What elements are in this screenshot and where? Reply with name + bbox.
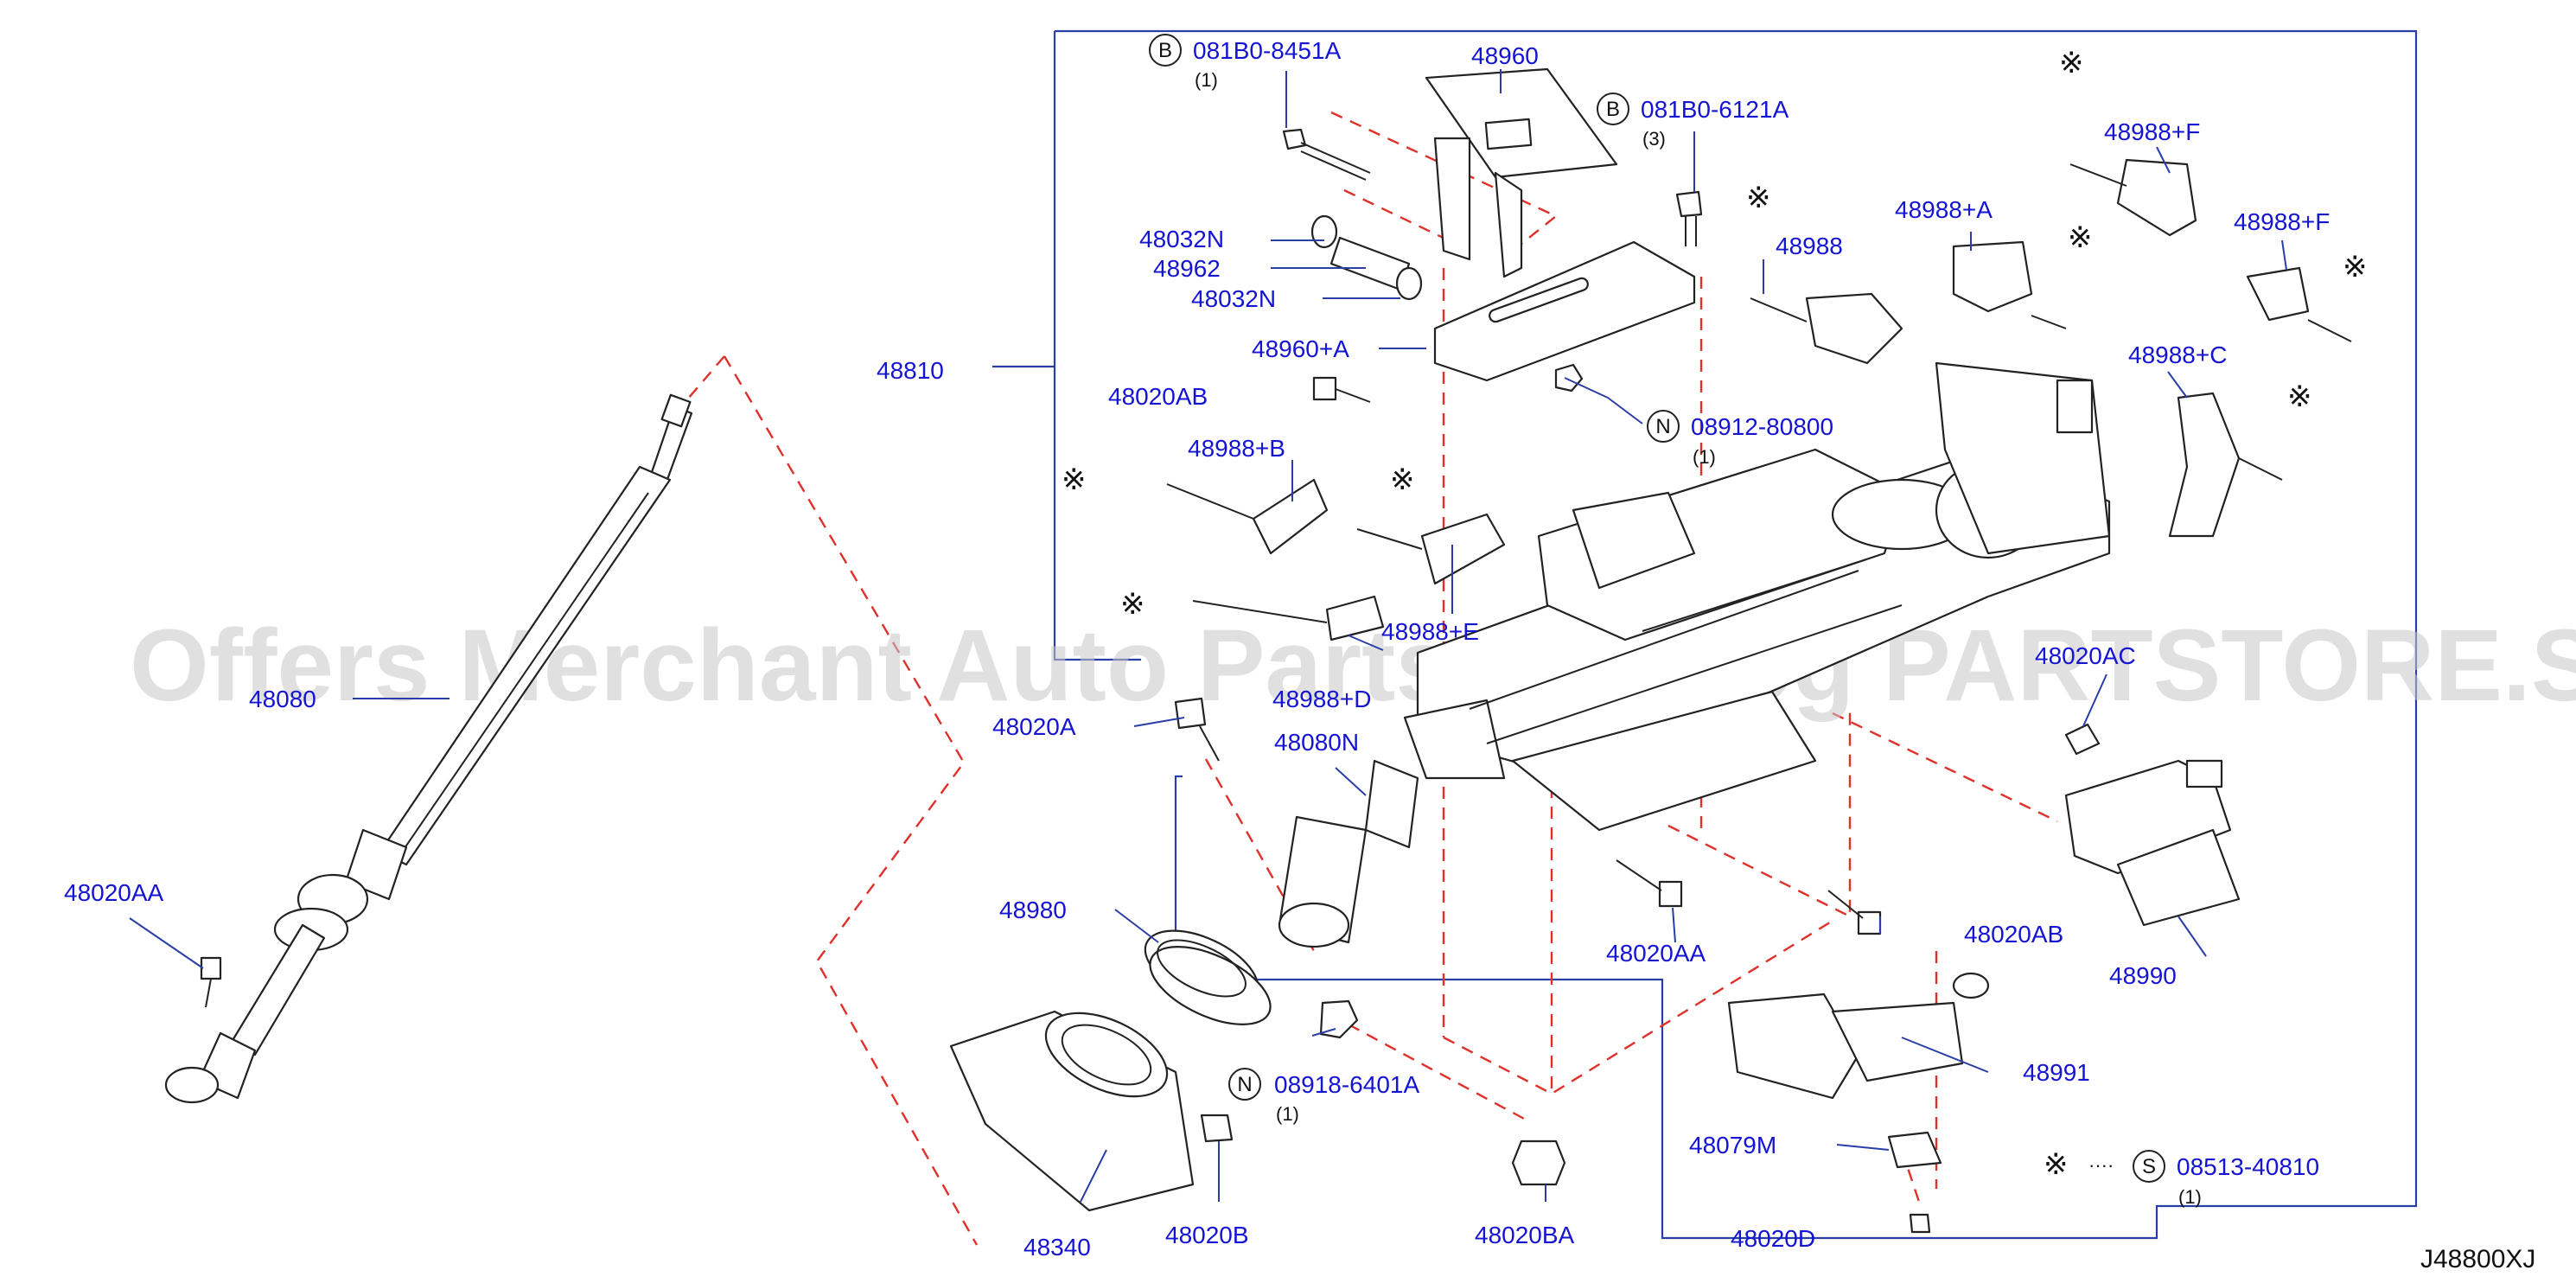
label-48080n: 48080N bbox=[1274, 729, 1359, 756]
plate-48079M bbox=[1887, 1131, 1942, 1169]
label-48020ac: 48020AC bbox=[2035, 642, 2136, 669]
label-48988-c: 48988+C bbox=[2128, 341, 2227, 368]
steering-column-housing-48810 bbox=[1403, 361, 2111, 832]
callout-n1-symbol: N bbox=[1655, 415, 1670, 438]
note-mark-5: ※ bbox=[2287, 380, 2312, 414]
callout-n2-qty: (1) bbox=[1276, 1103, 1299, 1125]
callout-b1-qty: (1) bbox=[1195, 69, 1218, 91]
note-mark-3: ※ bbox=[2068, 220, 2093, 255]
intermediate-shaft-48080 bbox=[164, 393, 693, 1104]
label-48020aa-mid: 48020AA bbox=[1606, 940, 1706, 967]
label-48032n-b: 48032N bbox=[1191, 285, 1276, 312]
note-mark-2: ※ bbox=[1746, 181, 1771, 215]
note-mark-1: ※ bbox=[2059, 46, 2084, 80]
part-labels: 48960 48032N 48962 48032N 48960+A 48020A… bbox=[64, 42, 2330, 1261]
label-48020ba: 48020BA bbox=[1475, 1222, 1575, 1248]
note-mark-7: ※ bbox=[1390, 463, 1415, 497]
label-48080: 48080 bbox=[249, 686, 316, 712]
callout-b2-part: 081B0-6121A bbox=[1641, 96, 1789, 123]
callout-n2-symbol: N bbox=[1237, 1073, 1252, 1096]
label-48079m: 48079M bbox=[1689, 1132, 1776, 1159]
label-48990: 48990 bbox=[2109, 962, 2177, 989]
callout-b2-qty: (3) bbox=[1642, 128, 1666, 150]
note-mark-legend: ※ bbox=[2044, 1147, 2069, 1182]
note-mark-6: ※ bbox=[1062, 463, 1087, 497]
label-48988: 48988 bbox=[1776, 233, 1843, 259]
label-48020ab-top: 48020AB bbox=[1108, 383, 1208, 410]
label-48988-a: 48988+A bbox=[1895, 196, 1993, 223]
callout-b1-part: 081B0-8451A bbox=[1193, 37, 1342, 64]
callout-nut-n2: N 08918-6401A (1) bbox=[1228, 1068, 1419, 1125]
note-mark-4: ※ bbox=[2343, 250, 2368, 284]
label-48020ab-right: 48020AB bbox=[1964, 921, 2063, 948]
callout-n1-part: 08912-80800 bbox=[1691, 413, 1833, 440]
bracket-48960-a bbox=[1433, 240, 1696, 382]
label-48991: 48991 bbox=[2023, 1059, 2090, 1086]
small-brackets-48988 bbox=[1166, 158, 2352, 642]
label-48988-f-b: 48988+F bbox=[2234, 208, 2330, 235]
sensor-48991 bbox=[1727, 972, 1990, 1100]
callout-s1-qty: (1) bbox=[2178, 1186, 2202, 1208]
callout-n2-part: 08918-6401A bbox=[1274, 1071, 1419, 1098]
callout-b1-symbol: B bbox=[1158, 39, 1172, 62]
upper-bracket-48960 bbox=[1425, 67, 1618, 278]
callout-s1-part: 08513-40810 bbox=[2177, 1153, 2319, 1180]
universal-joint-48080n bbox=[1278, 759, 1419, 948]
label-48810: 48810 bbox=[877, 357, 944, 384]
column-cover-48340 bbox=[949, 1010, 1195, 1212]
label-48960: 48960 bbox=[1471, 42, 1539, 69]
label-48020d: 48020D bbox=[1731, 1225, 1815, 1252]
label-48988-e: 48988+E bbox=[1381, 618, 1479, 645]
label-48980: 48980 bbox=[999, 897, 1067, 923]
callout-n1-qty: (1) bbox=[1693, 446, 1716, 468]
callout-b2-symbol: B bbox=[1606, 98, 1620, 121]
diagram-code: J48800XJ bbox=[2420, 1245, 2535, 1273]
hardware-bolts bbox=[200, 128, 2101, 1234]
note-marks: ※ ※ ※ ※ ※ ※ ※ ※ ※ bbox=[1062, 46, 2368, 1182]
note-mark-8: ※ bbox=[1120, 587, 1145, 622]
sensor-assembly-48990 bbox=[2064, 759, 2241, 927]
label-48960-a: 48960+A bbox=[1252, 335, 1349, 362]
label-48020a: 48020A bbox=[992, 713, 1076, 740]
label-48962: 48962 bbox=[1153, 255, 1221, 282]
column-boot-48980 bbox=[1144, 929, 1272, 1025]
callout-screw-s1: ···· S 08513-40810 (1) bbox=[2088, 1150, 2319, 1208]
label-48020b: 48020B bbox=[1165, 1222, 1249, 1248]
callout-nut-n1: N 08912-80800 (1) bbox=[1647, 410, 1833, 468]
callout-bolt-b1: B 081B0-8451A (1) bbox=[1149, 34, 1342, 91]
leader-lines bbox=[129, 69, 2287, 1239]
label-48988-f-a: 48988+F bbox=[2104, 118, 2200, 145]
callout-s1-symbol: S bbox=[2142, 1155, 2156, 1178]
label-48988-d: 48988+D bbox=[1272, 686, 1371, 712]
legend-dots: ···· bbox=[2088, 1154, 2114, 1176]
callout-bolt-b2: B 081B0-6121A (3) bbox=[1597, 93, 1789, 150]
label-48032n-a: 48032N bbox=[1139, 226, 1224, 252]
label-48020aa-left: 48020AA bbox=[64, 879, 164, 906]
label-48340: 48340 bbox=[1023, 1234, 1091, 1261]
label-48988-b: 48988+B bbox=[1188, 435, 1285, 462]
